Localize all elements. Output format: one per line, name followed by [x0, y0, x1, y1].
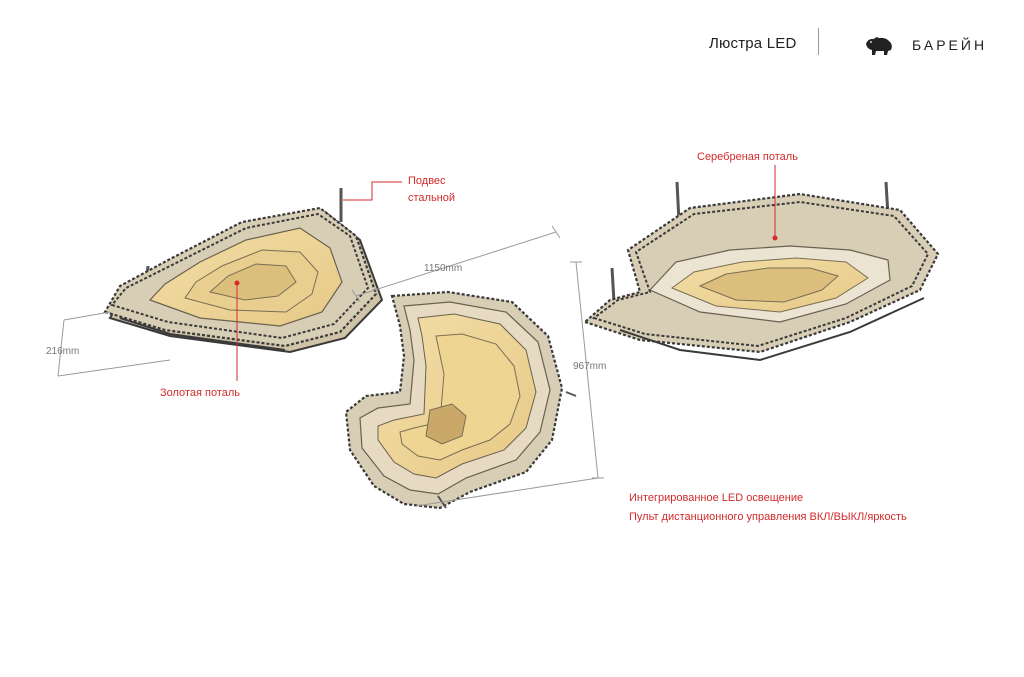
dimension-width — [415, 261, 604, 507]
brand-logo-icon — [866, 37, 892, 55]
dimension-height-label: 216mm — [46, 346, 79, 357]
right-view — [582, 181, 940, 362]
suspension-label-2: стальной — [408, 192, 455, 204]
dimension-length — [351, 225, 561, 303]
silver-leaf-label: Серебреная поталь — [697, 151, 798, 163]
center-view — [344, 290, 577, 510]
led-lighting-label: Интегрированное LED освещение — [629, 492, 803, 504]
suspension-label-1: Подвес — [408, 175, 446, 187]
brand-name: БАРЕЙН — [912, 37, 988, 53]
page-title: Люстра LED — [709, 35, 797, 52]
callout-lines — [236, 165, 776, 381]
left-view — [103, 188, 384, 354]
gold-leaf-label: Золотая поталь — [160, 387, 240, 399]
dimension-height — [57, 311, 171, 377]
remote-control-label: Пульт дистанционного управления ВКЛ/ВЫКЛ… — [629, 511, 907, 523]
dimension-length-label: 1150mm — [424, 263, 462, 274]
dimension-width-label: 967mm — [573, 361, 606, 372]
header-divider — [818, 28, 819, 55]
